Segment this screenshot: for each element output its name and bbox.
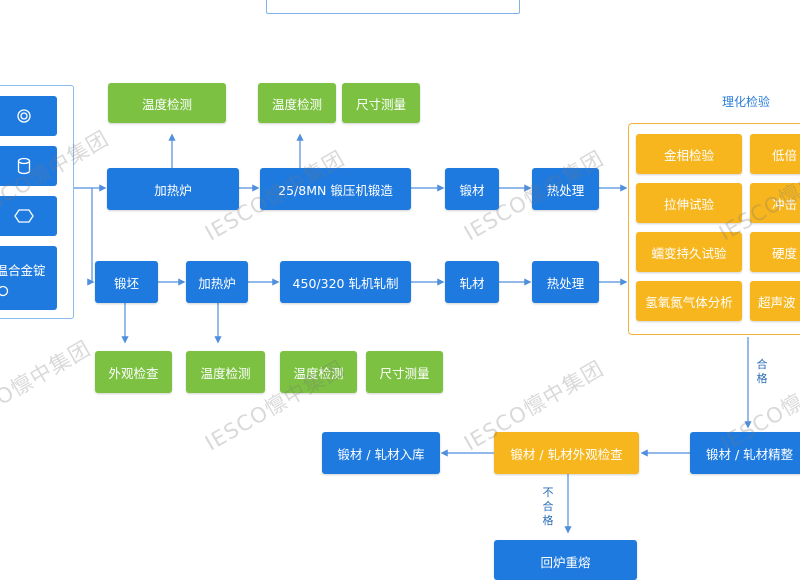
lab-gas-analysis: 氢氧氮气体分析 [636,281,742,321]
ingot-label: 高温合金锭 [0,262,46,278]
size-measure-row2: 尺寸测量 [366,351,443,393]
lab-low-mag: 低倍 [750,134,800,174]
circle-icon [0,285,9,296]
size-measure-row1: 尺寸测量 [342,83,420,123]
rolled-material: 轧材 [445,261,499,303]
heat-treatment-row1: 热处理 [532,168,599,210]
cylinder-icon [17,157,31,175]
heating-furnace-row2: 加热炉 [186,261,248,303]
lab-tensile: 拉伸试验 [636,183,742,223]
lab-metallography: 金相检验 [636,134,742,174]
ring-shape-item [0,96,57,136]
finishing-step: 锻材 / 轧材精整 [690,432,800,474]
lab-hardness: 硬度 [750,232,800,272]
hexagon-icon [14,209,34,223]
heat-treatment-row2: 热处理 [532,261,599,303]
forging-press-step: 25/8MN 锻压机锻造 [260,168,411,210]
top-header-box [266,0,520,14]
qualified-label: 合格 [756,358,768,385]
rework-step: 回炉重熔 [494,540,637,580]
temp-check-row2-a: 温度检测 [186,351,265,393]
forging-material: 锻材 [445,168,499,210]
ingot-item: 高温合金锭 [0,246,57,310]
cylinder-shape-item [0,146,57,186]
appearance-check-step: 锻材 / 轧材外观检查 [494,432,639,474]
hexagon-shape-item [0,196,57,236]
lab-creep: 蠕变持久试验 [636,232,742,272]
lab-title: 理化检验 [722,95,771,109]
ring-icon [17,109,31,123]
temp-check-row2-b: 温度检测 [280,351,357,393]
billet-step: 锻坯 [95,261,158,303]
temp-check-row1-b: 温度检测 [258,83,336,123]
lab-ultrasonic: 超声波 [750,281,800,321]
raw-material-panel: 高温合金锭 [0,85,74,319]
lab-impact: 冲击 [750,183,800,223]
warehouse-step: 锻材 / 轧材入库 [322,432,440,474]
connector-lines [74,133,752,534]
unqualified-label: 不合格 [542,486,554,527]
rolling-mill-step: 450/320 轧机轧制 [280,261,411,303]
temp-check-row1-a: 温度检测 [108,83,226,123]
visual-check-row2: 外观检查 [95,351,172,393]
heating-furnace-row1: 加热炉 [107,168,239,210]
